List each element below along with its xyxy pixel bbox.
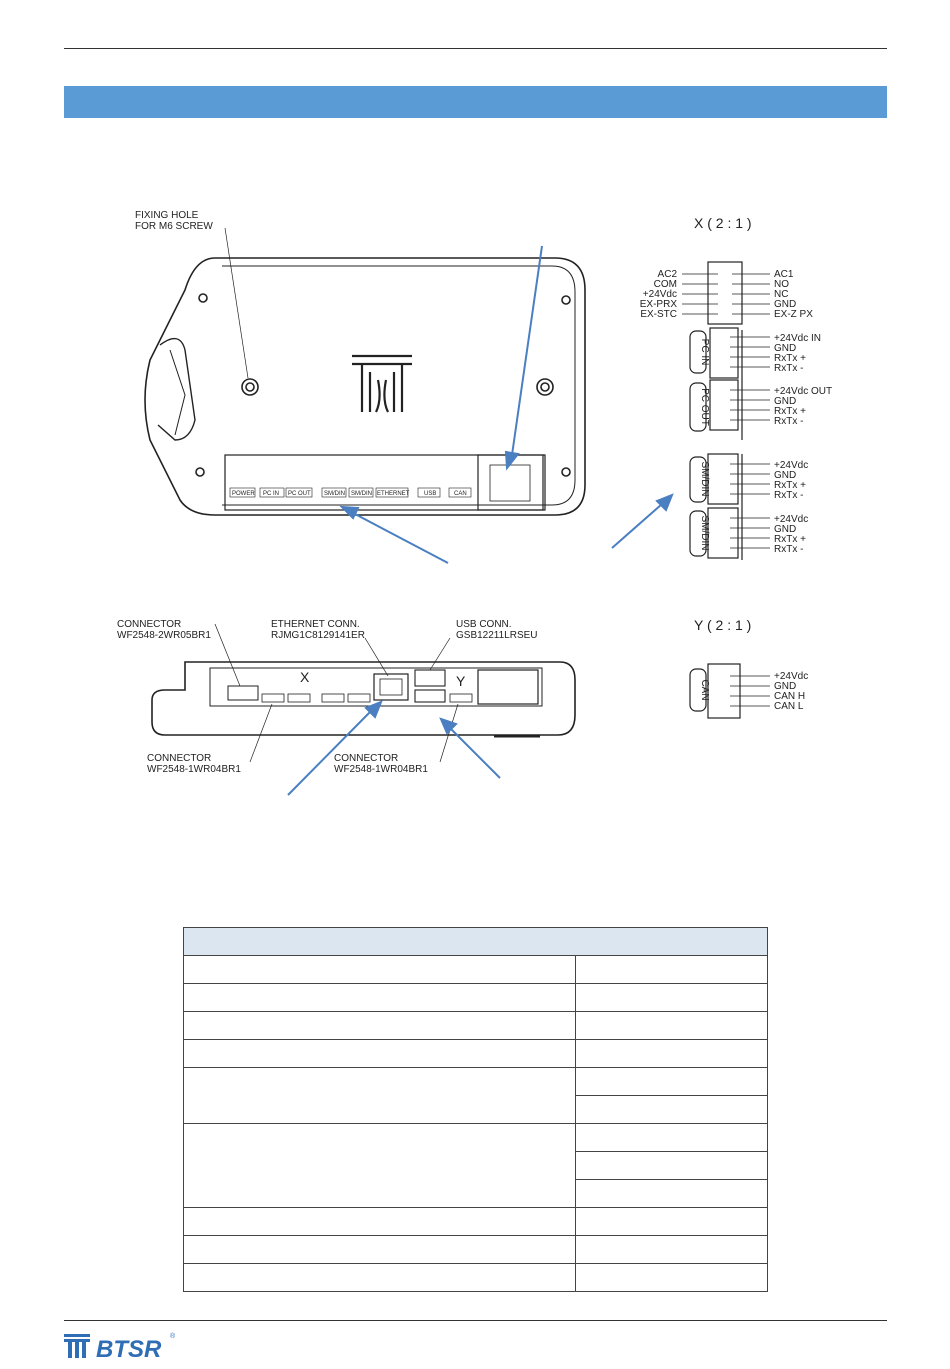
port-label: ETHERNET xyxy=(377,491,410,497)
table-row xyxy=(183,955,768,984)
port-label: POWER xyxy=(232,491,255,497)
device-side-view xyxy=(151,623,576,763)
port-label: SM/DIN xyxy=(324,491,345,497)
section-title-bar xyxy=(64,86,887,118)
group-tag: SM/DIN xyxy=(699,516,710,551)
table-row xyxy=(183,1263,768,1292)
callout-arrows-top xyxy=(339,245,674,564)
device-diagram: POWER PC IN PC OUT SM/DIN SM/DIN ETHERNE… xyxy=(117,210,832,796)
port-label: CAN xyxy=(454,491,467,497)
logo-text: BTSR xyxy=(96,1336,162,1362)
detail-y-title: Y ( 2 : 1 ) xyxy=(694,617,751,633)
port-label: PC OUT xyxy=(288,491,311,497)
pin-label: RxTx + xyxy=(774,480,806,491)
fixing-hole-label: FIXING HOLE xyxy=(135,210,199,221)
pin-label: RxTx + xyxy=(774,534,806,545)
pin-label: RxTx - xyxy=(774,416,803,427)
y-mark: Y xyxy=(456,673,466,689)
pin-label: CAN L xyxy=(774,701,804,712)
pin-label: EX-PRX xyxy=(640,299,678,310)
table-row xyxy=(183,1039,768,1068)
footer-rule xyxy=(64,1320,887,1321)
port-label: SM/DIN xyxy=(351,491,372,497)
pin-label: GND xyxy=(774,681,796,692)
pin-label: NC xyxy=(774,289,788,300)
connector-label: CONNECTOR xyxy=(117,619,181,630)
fixing-hole-label: FOR M6 SCREW xyxy=(135,221,213,232)
pin-label: +24Vdc OUT xyxy=(774,386,832,397)
table-row xyxy=(183,1067,768,1124)
usb-conn-label: USB CONN. xyxy=(456,619,512,630)
port-label: USB xyxy=(424,491,436,497)
table-row xyxy=(183,1011,768,1040)
pin-label: AC2 xyxy=(658,269,678,280)
pin-label: +24Vdc xyxy=(774,671,808,682)
btsr-logo: BTSR ® xyxy=(64,1332,176,1362)
connector-label: WF2548-1WR04BR1 xyxy=(334,764,428,775)
detail-x-connectors xyxy=(682,261,770,560)
pin-label: RxTx - xyxy=(774,363,803,374)
pin-label: GND xyxy=(774,396,796,407)
table-row xyxy=(183,1207,768,1236)
group-tag: CAN xyxy=(699,679,710,700)
port-label: PC IN xyxy=(263,491,279,497)
pin-label: RxTx - xyxy=(774,490,803,501)
header-rule xyxy=(64,48,887,49)
spec-table xyxy=(183,927,768,1292)
connector-label: WF2548-1WR04BR1 xyxy=(147,764,241,775)
callout-arrows-bottom xyxy=(287,700,501,796)
pin-label: +24Vdc IN xyxy=(774,333,821,344)
pin-label: +24Vdc xyxy=(774,514,808,525)
detail-x-labels: AC2 COM +24Vdc EX-PRX EX-STC AC1 NO NC G… xyxy=(640,269,832,555)
pin-label: RxTx + xyxy=(774,406,806,417)
pin-label: GND xyxy=(774,524,796,535)
ethernet-conn-label: ETHERNET CONN. xyxy=(271,619,360,630)
pin-label: EX-Z PX xyxy=(774,309,813,320)
pin-label: +24Vdc xyxy=(643,289,677,300)
pin-label: GND xyxy=(774,343,796,354)
pin-label: AC1 xyxy=(774,269,794,280)
table-row xyxy=(183,983,768,1012)
registered-mark: ® xyxy=(170,1332,176,1340)
pin-label: NO xyxy=(774,279,789,290)
pin-label: RxTx - xyxy=(774,544,803,555)
pin-label: EX-STC xyxy=(640,309,677,320)
table-row xyxy=(184,1151,768,1180)
connector-label: CONNECTOR xyxy=(334,753,398,764)
port-label-row: POWER PC IN PC OUT SM/DIN SM/DIN ETHERNE… xyxy=(229,487,472,498)
pin-label: GND xyxy=(774,470,796,481)
device-top-view xyxy=(144,227,586,516)
pin-label: CAN H xyxy=(774,691,805,702)
group-tag: SM/DIN xyxy=(699,462,710,497)
table-row xyxy=(183,1235,768,1264)
group-tag: PC IN xyxy=(699,339,710,366)
detail-y-connector xyxy=(689,663,770,719)
x-mark: X xyxy=(300,669,310,685)
detail-x-title: X ( 2 : 1 ) xyxy=(694,215,752,231)
connector-label: CONNECTOR xyxy=(147,753,211,764)
pin-label: +24Vdc xyxy=(774,460,808,471)
group-tag: PC OUT xyxy=(699,388,710,426)
ethernet-conn-label: RJMG1C8129141ER xyxy=(271,630,365,641)
pin-label: GND xyxy=(774,299,796,310)
table-header-row xyxy=(183,927,768,956)
pin-label: COM xyxy=(654,279,677,290)
usb-conn-label: GSB12211LRSEU xyxy=(456,630,538,641)
connector-label: WF2548-2WR05BR1 xyxy=(117,630,211,641)
pin-label: RxTx + xyxy=(774,353,806,364)
table-row xyxy=(183,1123,768,1208)
